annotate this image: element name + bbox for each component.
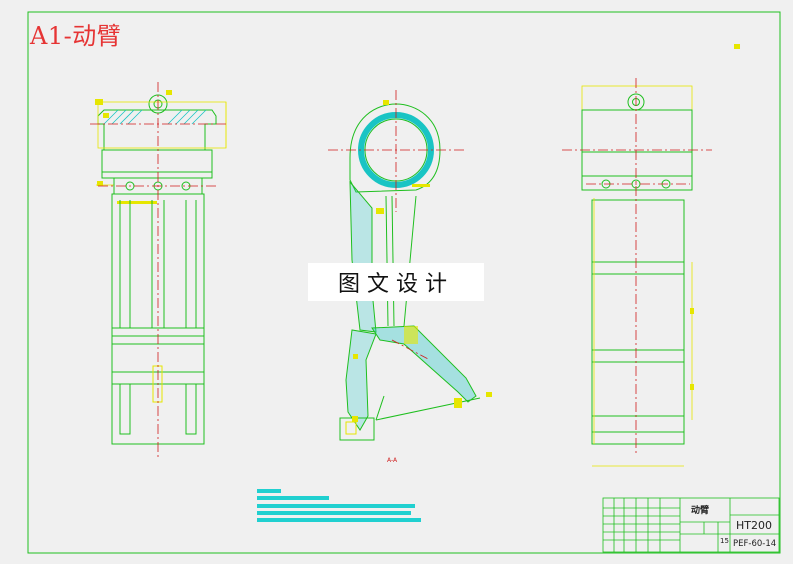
title-block — [602, 497, 780, 553]
part-name: 动臂 — [691, 506, 710, 516]
front-view — [90, 82, 228, 458]
technical-notes — [257, 489, 421, 522]
section-label: A-A — [387, 457, 398, 464]
sheet-border — [27, 11, 781, 554]
drawing-title: A1-动臂 — [30, 22, 122, 50]
front-view-cap — [101, 149, 213, 179]
drawing-code: PEF-60-14 — [733, 539, 777, 549]
side-view-flange — [581, 151, 693, 191]
side-view-head — [581, 109, 693, 153]
watermark: 图文设计 — [308, 263, 484, 301]
arm-web-lower — [345, 329, 377, 431]
side-view-dim-box — [581, 85, 693, 111]
side-view-body — [591, 199, 685, 445]
arm-brace — [371, 325, 477, 403]
front-view-hatch — [103, 109, 207, 125]
side-view — [562, 44, 740, 467]
part-number: 15 — [720, 537, 729, 545]
front-view-head — [97, 109, 217, 151]
material: HT200 — [736, 519, 772, 532]
arm-web — [349, 180, 377, 333]
front-view-dim — [97, 101, 227, 149]
